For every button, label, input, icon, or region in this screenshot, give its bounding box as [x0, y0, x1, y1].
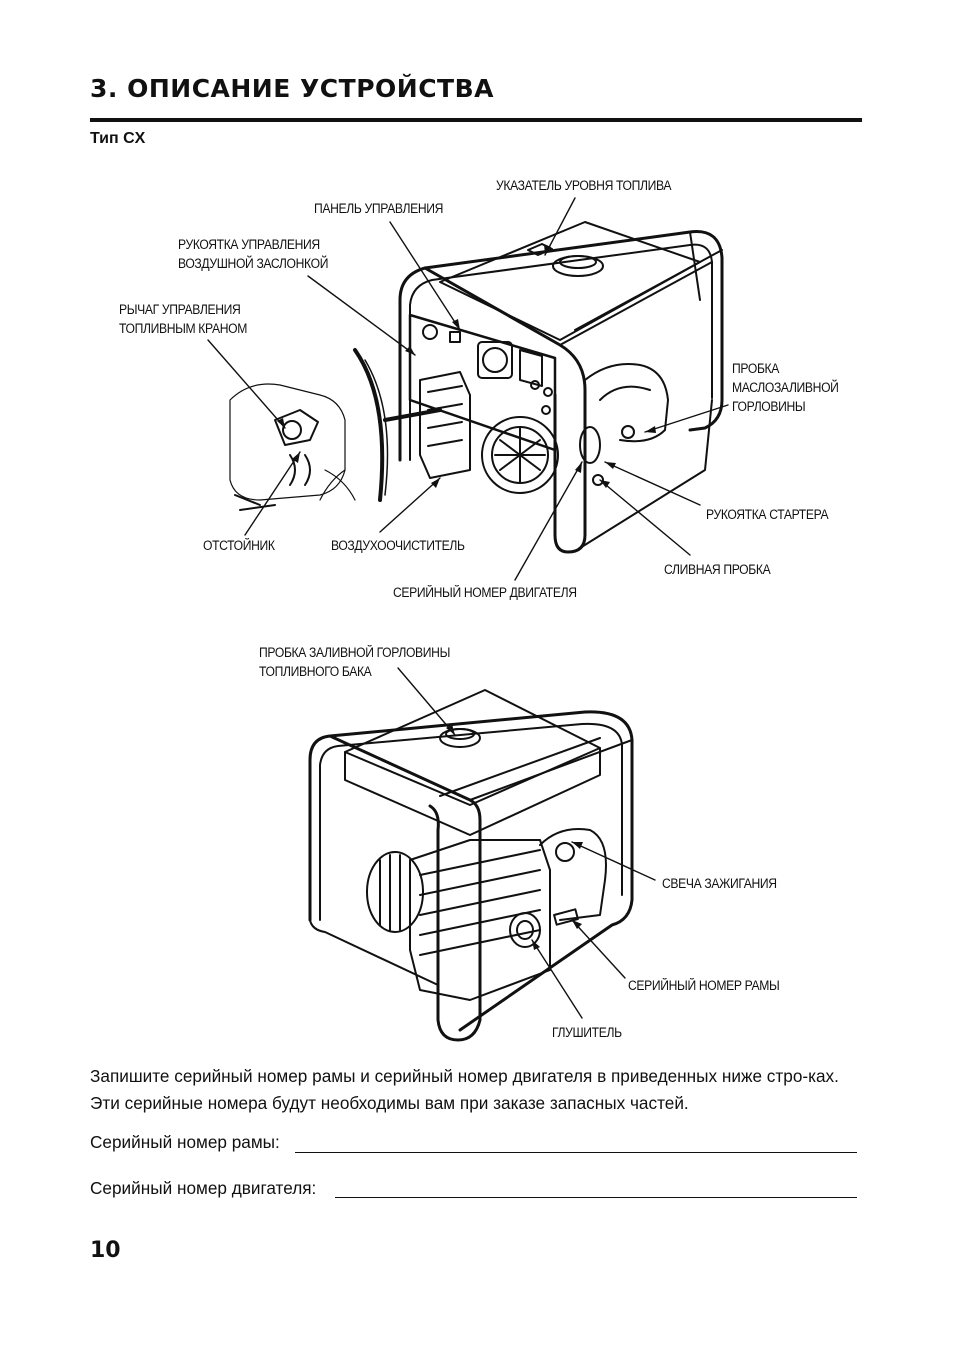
label-drain-plug: СЛИВНАЯ ПРОБКА	[664, 562, 771, 577]
section-heading: 3. ОПИСАНИЕ УСТРОЙСТВА	[90, 74, 494, 103]
generator-diagram-front	[207, 197, 729, 581]
heading-rule	[90, 118, 862, 122]
label-oil-filler-cap: ПРОБКА МАСЛОЗАЛИВНОЙ ГОРЛОВИНЫ	[732, 361, 839, 414]
label-recoil-starter: РУКОЯТКА СТАРТЕРА	[706, 507, 829, 522]
generator-diagram-rear	[308, 667, 656, 1042]
label-fuel-tank-cap: ПРОБКА ЗАЛИВНОЙ ГОРЛОВИНЫ ТОПЛИВНОГО БАК…	[259, 645, 450, 679]
label-fuel-valve-lever: РЫЧАГ УПРАВЛЕНИЯ ТОПЛИВНЫМ КРАНОМ	[119, 302, 247, 336]
engine-serial-entry-line[interactable]	[335, 1197, 857, 1198]
label-frame-serial: СЕРИЙНЫЙ НОМЕР РАМЫ	[628, 978, 780, 993]
page-number: 10	[90, 1238, 121, 1263]
label-fuel-gauge: УКАЗАТЕЛЬ УРОВНЯ ТОПЛИВА	[496, 178, 672, 193]
label-air-cleaner: ВОЗДУХООЧИСТИТЕЛЬ	[331, 538, 465, 553]
frame-serial-field-label: Серийный номер рамы:	[90, 1132, 280, 1152]
engine-serial-field-label: Серийный номер двигателя:	[90, 1178, 317, 1198]
model-subheading: Тип CX	[90, 130, 146, 147]
label-spark-plug: СВЕЧА ЗАЖИГАНИЯ	[662, 876, 777, 891]
label-control-panel: ПАНЕЛЬ УПРАВЛЕНИЯ	[314, 201, 444, 216]
frame-serial-entry-line[interactable]	[295, 1152, 857, 1153]
label-sediment-cup: ОТСТОЙНИК	[203, 538, 275, 553]
label-engine-serial: СЕРИЙНЫЙ НОМЕР ДВИГАТЕЛЯ	[393, 585, 577, 600]
label-muffler: ГЛУШИТЕЛЬ	[552, 1025, 622, 1040]
label-choke-lever: РУКОЯТКА УПРАВЛЕНИЯ ВОЗДУШНОЙ ЗАСЛОНКОЙ	[178, 237, 329, 271]
instruction-paragraph: Запишите серийный номер рамы и серийный …	[90, 1066, 839, 1113]
